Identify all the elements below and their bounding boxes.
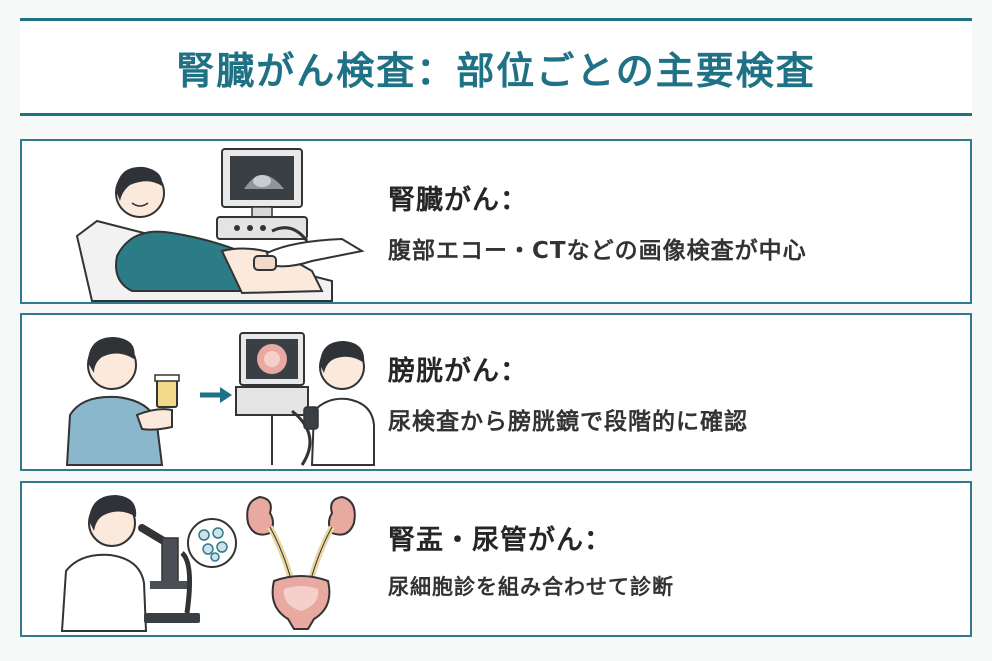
cystoscopy-icon bbox=[22, 315, 382, 469]
condition-label: 腎盂・尿管がん： bbox=[388, 524, 612, 556]
section-kidney-cancer: 腎臓がん： 腹部エコー・CTなどの画像検査が中心 bbox=[20, 139, 972, 304]
condition-label: 膀胱がん： bbox=[388, 355, 528, 387]
exam-description: 腹部エコー・CTなどの画像検査が中心 bbox=[388, 238, 807, 264]
page-title: 腎臓がん検査：部位ごとの主要検査 bbox=[176, 48, 816, 93]
exam-description: 尿細胞診を組み合わせて診断 bbox=[388, 574, 674, 599]
section-renal-pelvis-ureter-cancer: 腎盂・尿管がん： 尿細胞診を組み合わせて診断 bbox=[20, 481, 972, 637]
ultrasound-exam-icon bbox=[22, 141, 382, 302]
exam-description: 尿検査から膀胱鏡で段階的に確認 bbox=[388, 408, 748, 435]
title-banner: 腎臓がん検査：部位ごとの主要検査 bbox=[20, 18, 972, 116]
section-bladder-cancer: 膀胱がん： 尿検査から膀胱鏡で段階的に確認 bbox=[20, 313, 972, 471]
urine-cytology-icon bbox=[22, 483, 382, 635]
condition-label: 腎臓がん： bbox=[388, 185, 528, 216]
